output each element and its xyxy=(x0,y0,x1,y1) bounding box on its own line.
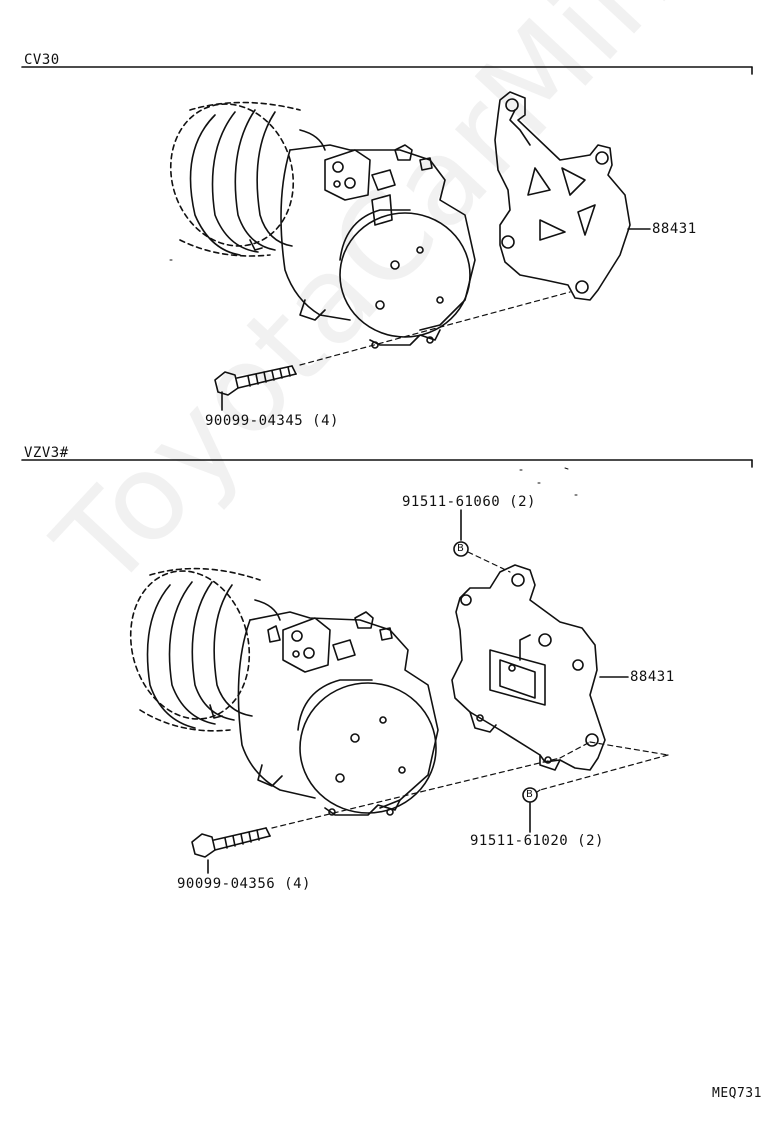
bracket-88431-vzv3 xyxy=(451,564,606,771)
part-label-bracket-vzv3[interactable]: 88431 xyxy=(630,669,675,685)
scan-speckles xyxy=(169,259,578,496)
section-title-vzv3: VZV3# xyxy=(24,445,69,461)
section-title-cv30: CV30 xyxy=(24,52,60,68)
compressor-vzv3 xyxy=(129,567,439,816)
nut-bottom-marker-icon: B xyxy=(526,789,534,800)
bolt-90099-04345 xyxy=(214,365,297,396)
part-label-bracket-cv30[interactable]: 88431 xyxy=(652,221,697,237)
part-label-nut-bottom-vzv3[interactable]: 91511-61020 (2) xyxy=(470,833,604,849)
nut-91511-61020 xyxy=(522,787,538,803)
nut-top-marker-icon: B xyxy=(457,543,465,554)
section-cv30-frame xyxy=(21,66,753,75)
compressor-cv30 xyxy=(169,101,476,349)
leader-lines-vzv3 xyxy=(207,509,669,874)
section-vzv3-frame xyxy=(21,459,753,468)
figure-code: MEQ731 xyxy=(712,1086,762,1101)
bracket-88431-cv30 xyxy=(494,91,631,301)
part-label-nut-top-vzv3[interactable]: 91511-61060 (2) xyxy=(402,494,536,510)
leader-lines-cv30 xyxy=(221,228,651,411)
part-label-bolt-cv30[interactable]: 90099-04345 (4) xyxy=(205,413,339,429)
part-label-bolt-vzv3[interactable]: 90099-04356 (4) xyxy=(177,876,311,892)
nut-91511-61060 xyxy=(453,541,469,557)
bolt-90099-04356 xyxy=(191,827,271,858)
